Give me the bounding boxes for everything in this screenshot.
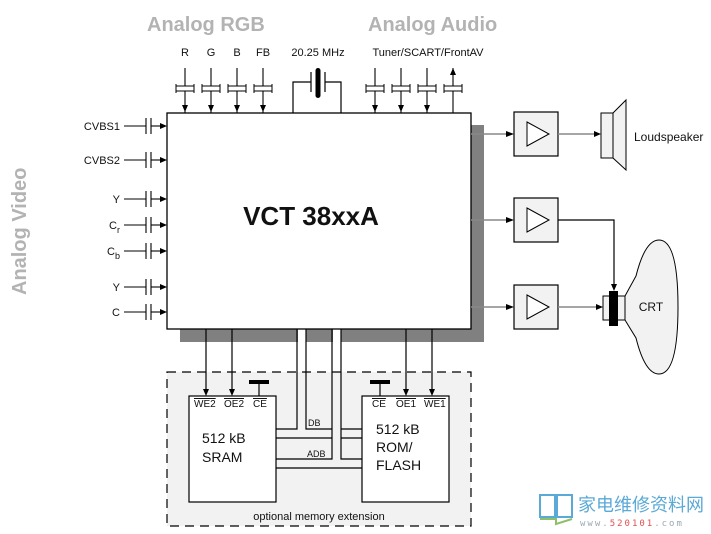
outputs: Loudspeaker CRT	[471, 98, 703, 375]
video-input-label: CVBS2	[84, 155, 120, 167]
rom-size: 512 kB	[376, 421, 420, 437]
video-input-label-sub: r	[117, 225, 120, 235]
video-input-label-main: Y	[113, 194, 121, 206]
video-input: Cr	[109, 217, 167, 235]
rom-pin-we1: WE1	[424, 399, 446, 410]
crystal-icon	[292, 68, 342, 113]
top-capacitors	[175, 68, 463, 113]
video-input-label-main: C	[109, 220, 117, 232]
video-input: CVBS1	[84, 118, 167, 134]
video-input-label: Cb	[107, 246, 120, 261]
watermark-url-num: 520101	[610, 519, 655, 529]
input-label-fb: FB	[256, 47, 270, 59]
book-icon	[539, 494, 573, 526]
crystal-label: 20.25 MHz	[291, 47, 344, 59]
data-bus: DB	[276, 329, 362, 439]
video-input-label-main: C	[107, 246, 115, 258]
amplifier-video-1	[513, 197, 559, 243]
rgb-inputs: R G B FB	[181, 47, 270, 59]
input-capacitor	[201, 68, 221, 113]
input-label-g: G	[207, 47, 216, 59]
sram-type: SRAM	[202, 449, 242, 465]
db-bus-gap	[298, 329, 306, 343]
rom-pin-oe1: OE1	[396, 399, 416, 410]
video-input: CVBS2	[84, 152, 167, 168]
audio-input-label: Tuner/SCART/FrontAV	[372, 47, 484, 59]
loudspeaker-label: Loudspeaker	[634, 130, 703, 144]
input-capacitor	[227, 68, 247, 113]
video-input: C	[112, 304, 167, 320]
rom-type-2: FLASH	[376, 457, 421, 473]
watermark-url-prefix: www.	[580, 519, 610, 529]
input-capacitor	[175, 68, 195, 113]
crt-icon	[602, 239, 679, 375]
crt-label: CRT	[639, 300, 664, 314]
analog-rgb-group-label: Analog RGB	[147, 14, 265, 36]
watermark: 家电维修资料网 www.520101.com	[539, 494, 704, 529]
watermark-text: 家电维修资料网	[578, 495, 704, 516]
sram-ce-tie	[249, 380, 269, 396]
input-capacitor	[417, 68, 437, 113]
input-label-r: R	[181, 47, 189, 59]
analog-video-group-label: Analog Video	[9, 168, 31, 295]
input-capacitor	[443, 68, 463, 113]
input-capacitor	[391, 68, 411, 113]
amplifier-video-2	[513, 284, 559, 330]
sram-size: 512 kB	[202, 430, 246, 446]
input-label-b: B	[233, 47, 240, 59]
video-input-label: C	[112, 307, 120, 319]
vct-chip	[166, 112, 472, 330]
db-bus-label: DB	[308, 418, 321, 428]
input-capacitor	[365, 68, 385, 113]
memory-control-lines	[203, 329, 435, 396]
video-input-label: CVBS1	[84, 121, 120, 133]
memory-caption: optional memory extension	[253, 511, 384, 523]
sram-pin-we2: WE2	[194, 399, 216, 410]
rom-type: ROM/	[376, 439, 413, 455]
chip-label: VCT 38xxA	[243, 201, 379, 231]
adb-bus-gap	[333, 329, 341, 343]
sram-block: WE2 OE2 CE 512 kB SRAM	[188, 395, 277, 503]
watermark-url: www.520101.com	[580, 519, 684, 529]
video-input-label-sub: b	[115, 251, 120, 261]
video-input: Y	[113, 191, 167, 207]
rom-ce-tie	[370, 380, 390, 396]
loudspeaker-icon	[600, 98, 627, 172]
video-input-label: Y	[113, 282, 121, 294]
address-bus: ADB	[276, 329, 362, 469]
analog-audio-group-label: Analog Audio	[368, 14, 497, 36]
video-input-label: Cr	[109, 220, 120, 235]
rom-pin-ce: CE	[372, 399, 386, 410]
video-input-label-main: CVBS1	[84, 121, 120, 133]
sram-pin-ce: CE	[253, 399, 267, 410]
adb-bus-label: ADB	[307, 449, 326, 459]
video-input-label-main: Y	[113, 282, 121, 294]
video-input-label-main: CVBS2	[84, 155, 120, 167]
amplifier-audio	[513, 111, 559, 157]
video-input: Cb	[107, 243, 167, 261]
video-input-label-main: C	[112, 307, 120, 319]
sram-pin-oe2: OE2	[224, 399, 244, 410]
video-input: Y	[113, 279, 167, 295]
watermark-url-suffix: .com	[654, 519, 684, 529]
video-input-label: Y	[113, 194, 121, 206]
input-capacitor	[253, 68, 273, 113]
rom-block: CE OE1 WE1 512 kB ROM/ FLASH	[361, 395, 450, 503]
